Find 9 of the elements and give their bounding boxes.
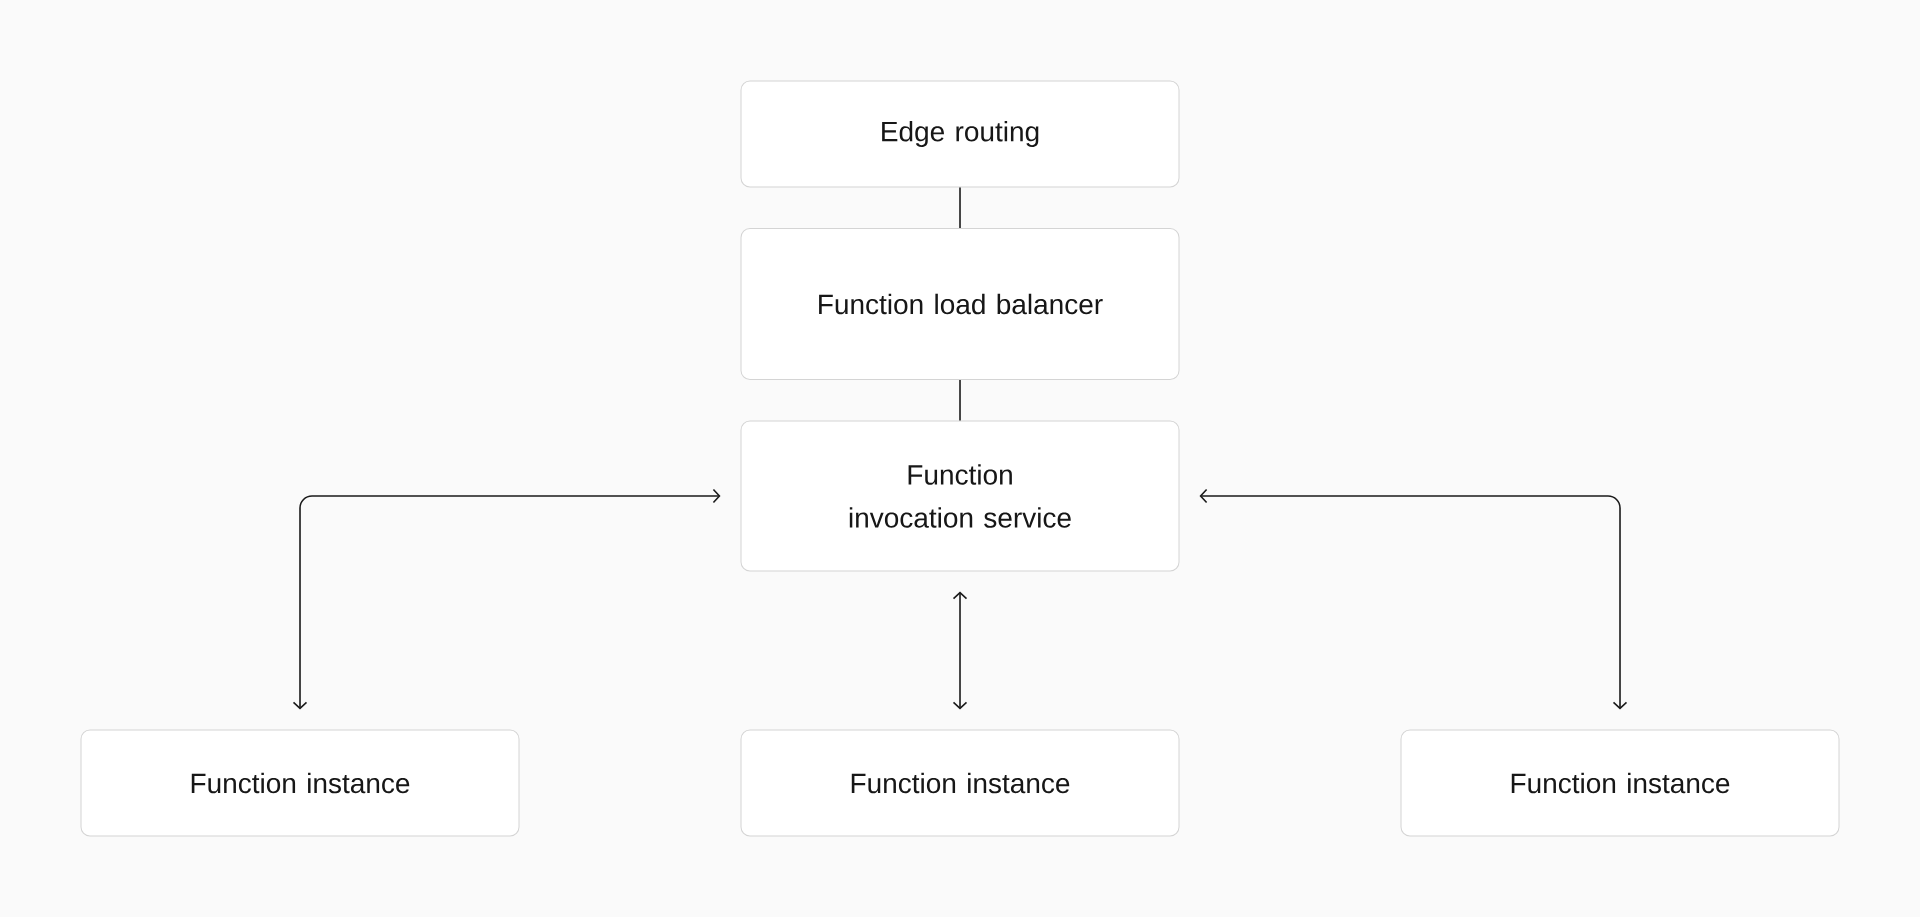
process-box: Function load balancer <box>740 228 1180 380</box>
arrow <box>952 591 968 710</box>
arrow <box>1199 488 1628 710</box>
process-box: Function instance <box>1400 729 1840 837</box>
arrow <box>292 488 721 710</box>
process-box: Function instance <box>80 729 520 837</box>
process-box: Edge routing <box>740 80 1180 188</box>
process-box: Function instance <box>740 729 1180 837</box>
process-box: Function invocation service <box>740 420 1180 572</box>
